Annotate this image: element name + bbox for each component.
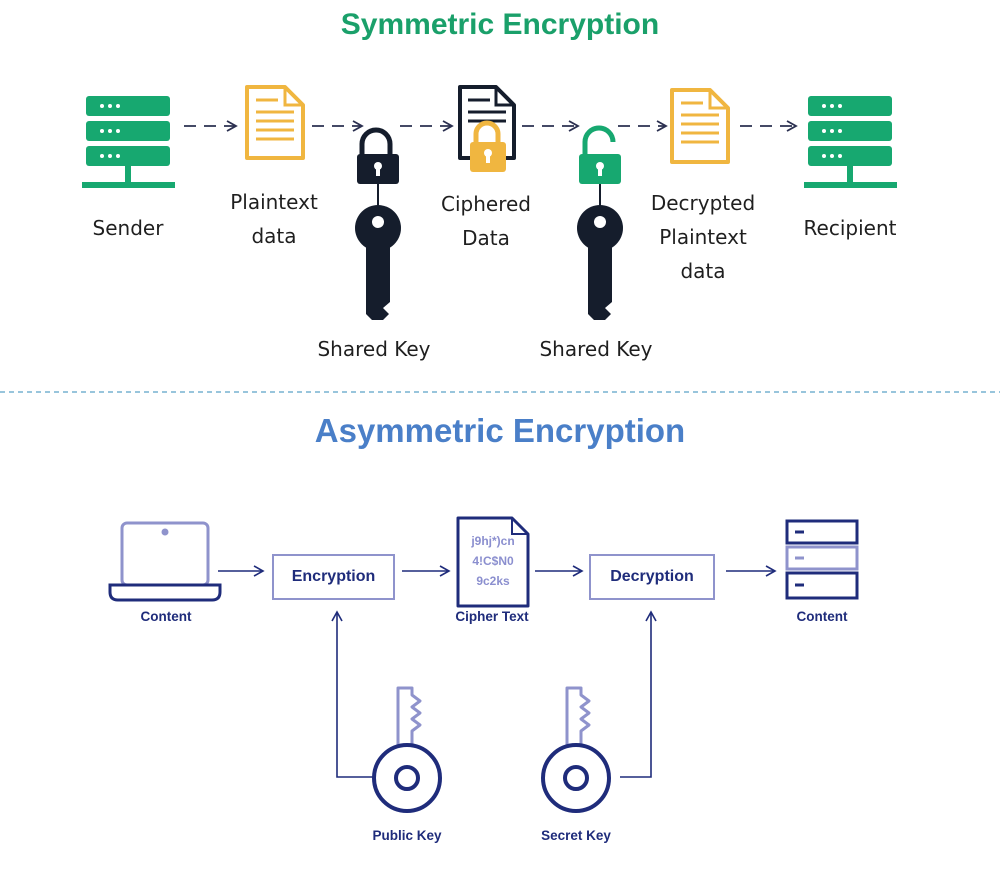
secret-key-label: Secret Key [541, 828, 611, 843]
public-key-icon [372, 686, 442, 813]
shared-key-label: Shared Key [539, 337, 653, 361]
encryption-box [272, 554, 395, 600]
server-stack-icon [785, 519, 859, 600]
shared-key-icon [577, 205, 623, 320]
ciphered-document-icon [458, 85, 516, 172]
asymmetric-title: Asymmetric Encryption [314, 412, 686, 449]
laptop-icon [108, 521, 222, 602]
cipher-line: 9c2ks [476, 574, 510, 588]
recipient-label: Recipient [803, 216, 897, 240]
shared-key-icon [355, 205, 401, 320]
sender-label: Sender [92, 216, 164, 240]
secret-key-arrow [620, 610, 657, 778]
decryption-label: Decryption [610, 568, 694, 585]
shared-key-label: Shared Key [317, 337, 431, 361]
decrypted-document-icon [670, 88, 730, 164]
cipher-line: 4!C$N0 [472, 554, 514, 568]
locked-padlock-icon [357, 127, 399, 206]
cipher-text-label: Cipher Text [455, 609, 529, 624]
symmetric-title: Symmetric Encryption [340, 8, 660, 41]
decryption-box [589, 554, 715, 600]
public-key-label: Public Key [372, 828, 442, 843]
plaintext-label: Plaintext data [230, 190, 318, 248]
public-key-arrow [331, 610, 376, 778]
unlocked-padlock-icon [579, 125, 621, 206]
ciphered-label: Ciphered Data [441, 192, 531, 250]
content-left-label: Content [140, 609, 192, 624]
cipher-line: j9hj*)cn [471, 534, 515, 548]
content-right-label: Content [796, 609, 848, 624]
recipient-server-icon [804, 96, 897, 188]
secret-key-icon [541, 686, 611, 813]
encryption-label: Encryption [291, 568, 376, 585]
plaintext-document-icon [245, 85, 305, 160]
cipher-text-document-icon [456, 516, 530, 608]
decrypted-label: Decrypted Plaintext data [650, 191, 756, 283]
sender-server-icon [82, 96, 175, 188]
